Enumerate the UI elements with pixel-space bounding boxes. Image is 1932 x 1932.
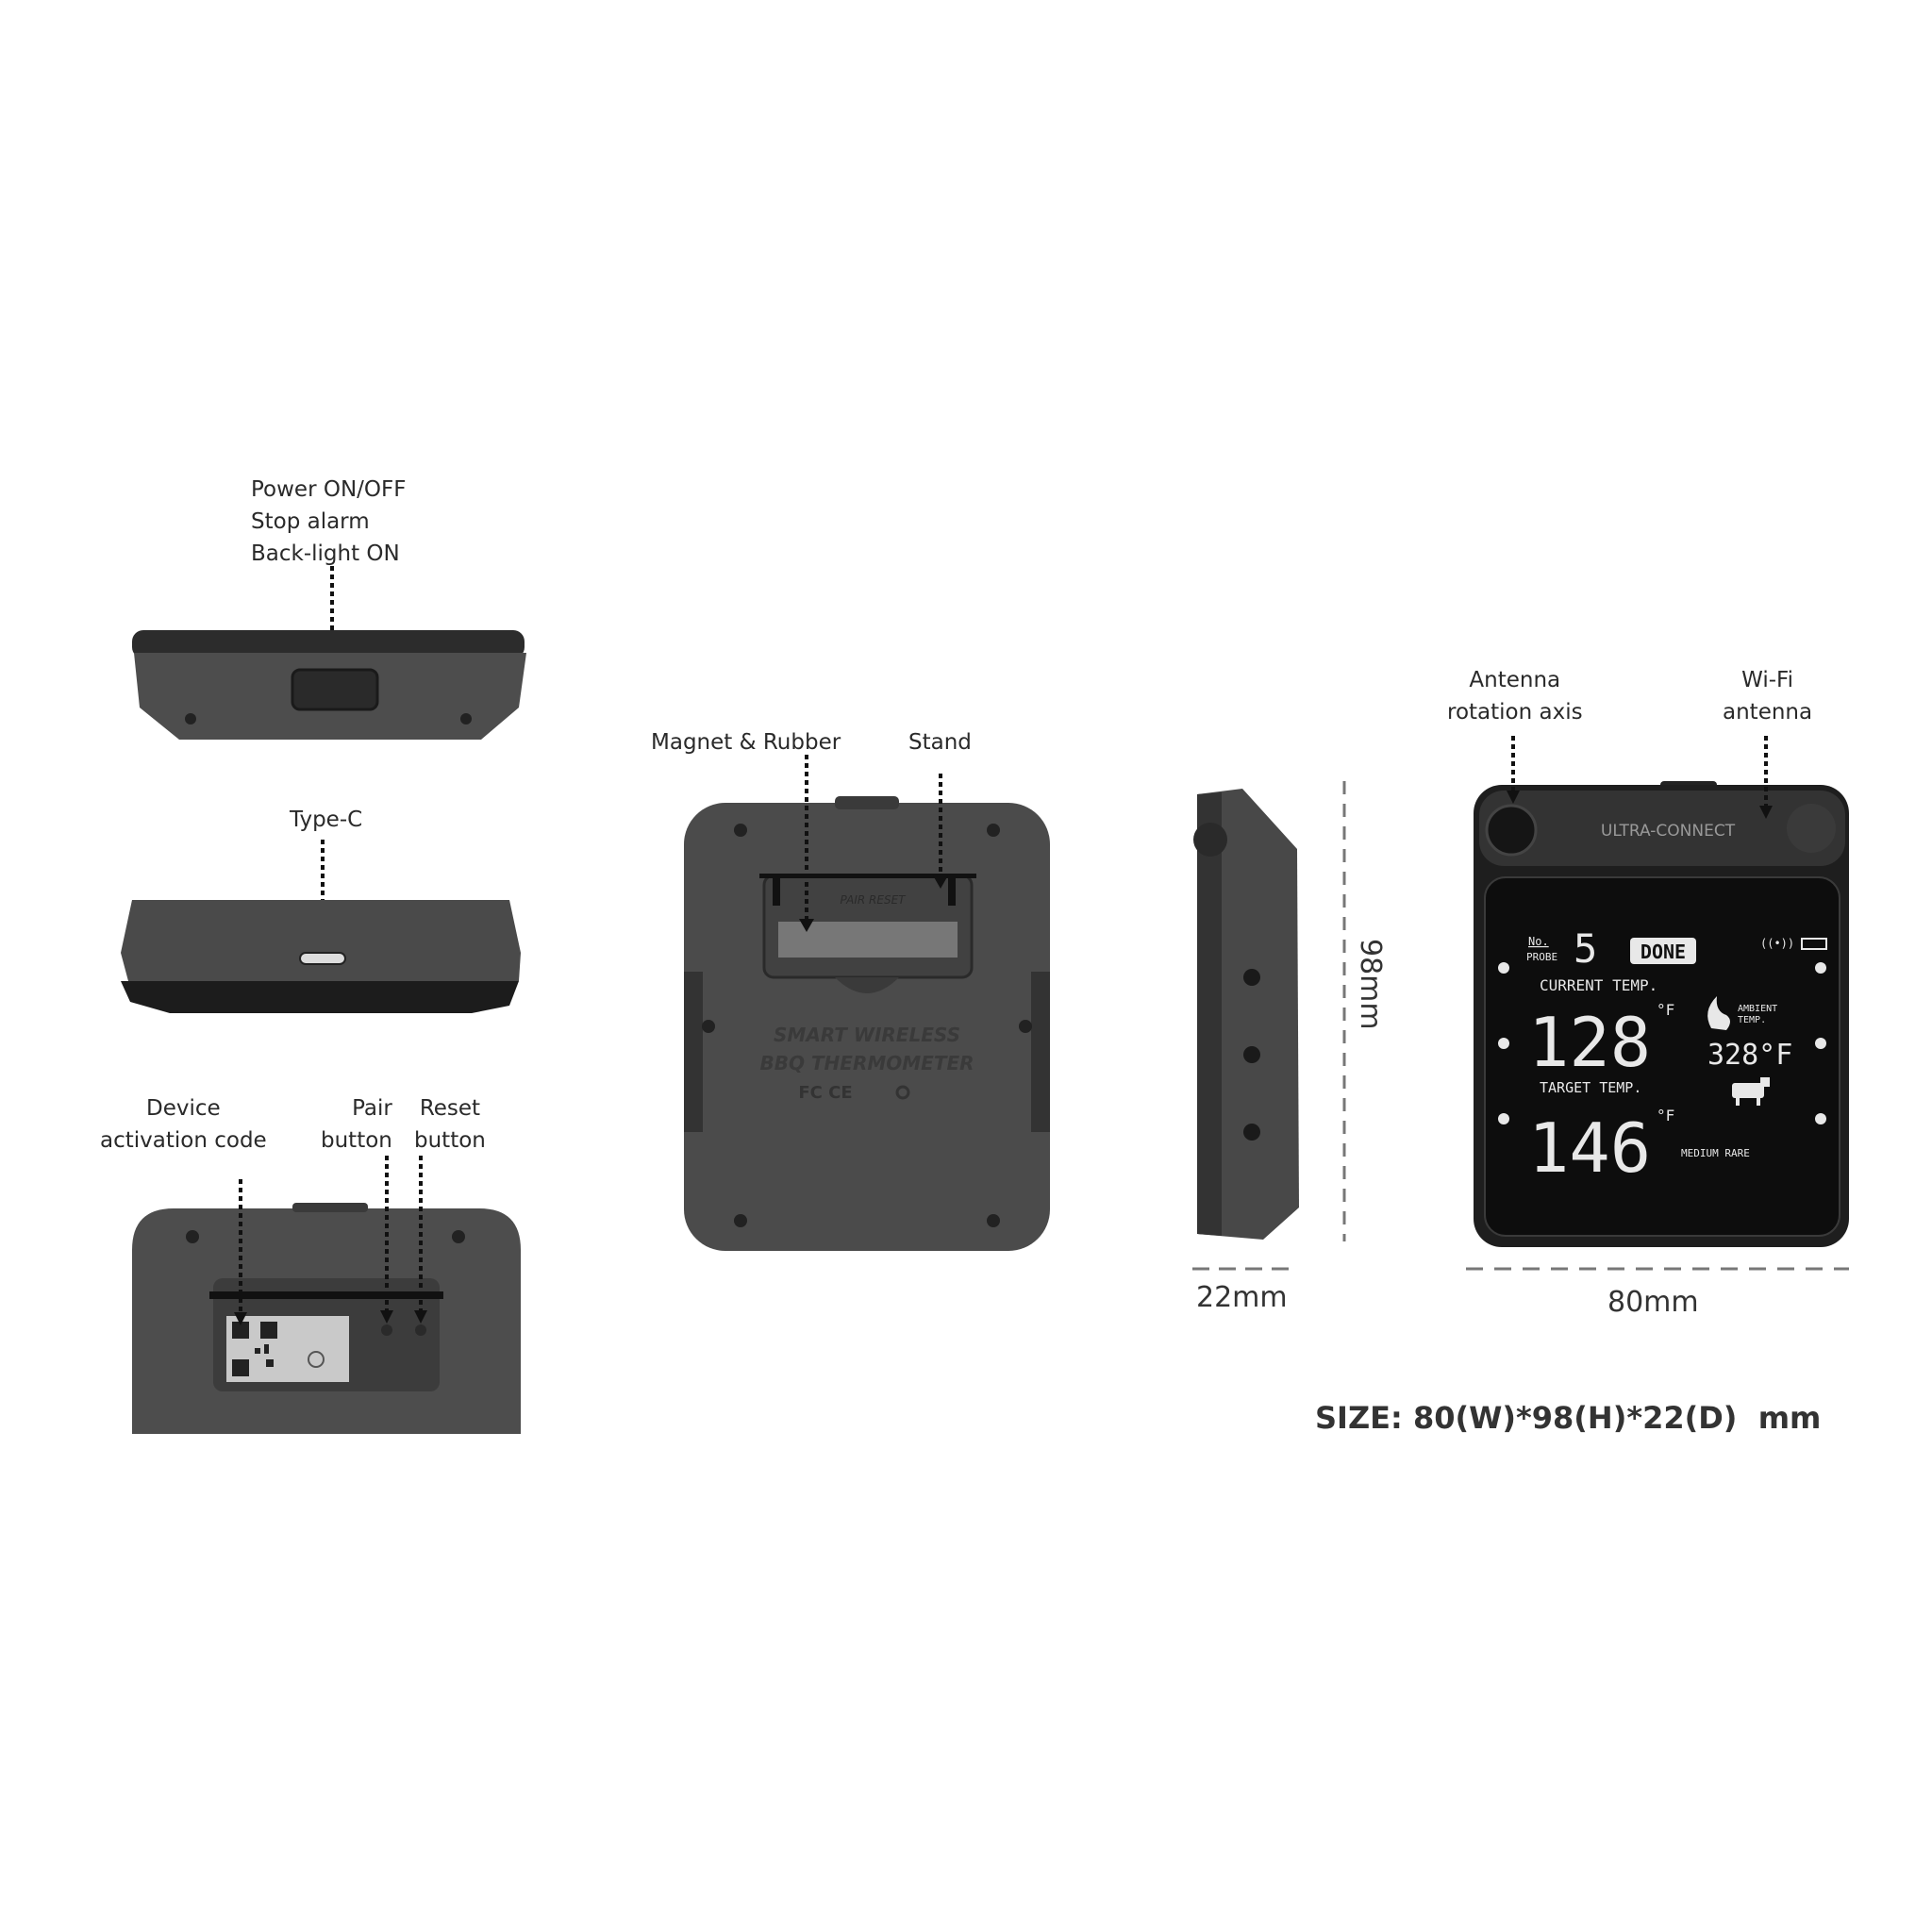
- front-view-device: ULTRA-CONNECT No. PROBE 5 DONE ((•)) CUR…: [1474, 736, 1849, 1247]
- flame-icon: [1707, 996, 1730, 1030]
- certification-marks: FC CE: [798, 1083, 852, 1103]
- power-label-line: Stop alarm: [251, 509, 370, 534]
- height-dimension: 98mm: [1354, 939, 1387, 1030]
- current-temp-value: 128: [1528, 1003, 1651, 1082]
- activation-label-line: Device: [146, 1096, 221, 1121]
- height-dimension-line: [1342, 781, 1346, 1241]
- wifi-antenna-label: Wi-Fi antenna: [1723, 664, 1812, 728]
- doneness-text: MEDIUM RARE: [1681, 1147, 1750, 1159]
- target-temp-label: TARGET TEMP.: [1540, 1079, 1641, 1096]
- back-detail-device: [132, 1156, 521, 1434]
- pair-label-line: button: [321, 1128, 392, 1153]
- target-temp-unit: °F: [1657, 1107, 1674, 1124]
- size-specification: SIZE: 80(W)*98(H)*22(D) mm: [1315, 1400, 1822, 1436]
- wifi-label-line: antenna: [1723, 700, 1813, 724]
- probe-label: PROBE: [1526, 951, 1557, 963]
- pair-reset-text: PAIR RESET: [841, 893, 908, 907]
- pair-button: [381, 1324, 392, 1336]
- done-badge: [1630, 938, 1696, 964]
- wifi-label-line: Wi-Fi: [1741, 668, 1793, 692]
- side-view-usb-device: [121, 840, 521, 1013]
- brand-text: ULTRA-CONNECT: [1601, 822, 1736, 841]
- depth-dimension-line: [1192, 1267, 1298, 1271]
- antenna-label-line: rotation axis: [1447, 700, 1583, 724]
- ambient-label: AMBIENT: [1738, 1004, 1777, 1014]
- wifi-antenna: [1787, 804, 1836, 853]
- product-name-line2: BBQ THERMOMETER: [759, 1052, 974, 1074]
- ambient-label-temp: TEMP.: [1738, 1015, 1766, 1025]
- depth-dimension: 22mm: [1196, 1281, 1288, 1314]
- width-dimension-line: [1466, 1267, 1849, 1271]
- done-status: DONE: [1641, 941, 1686, 963]
- type-c-label: Type-C: [290, 808, 363, 832]
- power-label-line: Power ON/OFF: [251, 477, 407, 502]
- battery-icon: [1801, 938, 1827, 950]
- product-name-line1: SMART WIRELESS: [774, 1024, 960, 1046]
- probe-indicators: [1498, 962, 1826, 1124]
- pair-button-label: Pair button: [321, 1092, 392, 1157]
- power-label: Power ON/OFF Stop alarm Back-light ON: [251, 474, 406, 570]
- back-view-device: PAIR RESET SMART WIRELESS BBQ THERMOMETE…: [684, 755, 1050, 1251]
- stand-label: Stand: [908, 730, 972, 755]
- activation-code-label: Device activation code: [100, 1092, 267, 1157]
- reset-button: [415, 1324, 426, 1336]
- antenna-rotation-knob: [1485, 804, 1538, 857]
- ambient-temp-value: 328°F: [1707, 1039, 1792, 1072]
- probe-no-text: No.: [1528, 935, 1549, 948]
- top-view-device: [132, 566, 526, 740]
- power-button: [291, 668, 379, 711]
- signal-icon: ((•)): [1760, 937, 1794, 950]
- lcd-screen: [1484, 876, 1840, 1237]
- current-temp-unit: °F: [1657, 1001, 1674, 1019]
- probe-number: 5: [1574, 925, 1597, 972]
- target-temp-value: 146: [1528, 1108, 1651, 1188]
- current-temp-label: CURRENT TEMP.: [1540, 976, 1657, 994]
- reset-label-line: Reset: [419, 1096, 481, 1121]
- antenna-label-line: Antenna: [1469, 668, 1561, 692]
- power-label-line: Back-light ON: [251, 541, 400, 566]
- usb-c-port: [299, 952, 346, 965]
- side-view-device: [1193, 789, 1299, 1240]
- pair-label-line: Pair: [352, 1096, 392, 1121]
- magnet-label: Magnet & Rubber: [651, 730, 841, 755]
- reset-label-line: button: [414, 1128, 486, 1153]
- reset-button-label: Reset button: [414, 1092, 486, 1157]
- cow-icon: [1732, 1077, 1770, 1106]
- width-dimension: 80mm: [1607, 1286, 1699, 1319]
- activation-label-line: activation code: [100, 1128, 267, 1153]
- antenna-axis-label: Antenna rotation axis: [1447, 664, 1583, 728]
